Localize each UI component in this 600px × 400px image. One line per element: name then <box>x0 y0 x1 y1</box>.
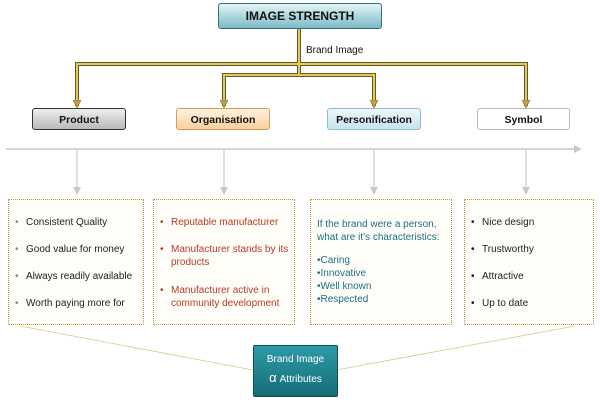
organisation-attributes-panel: •Reputable manufacturer •Manufacturer st… <box>153 199 295 325</box>
bullet-icon: • <box>15 244 19 255</box>
list-item: •Manufacturer stands by its products <box>160 244 289 268</box>
bullet-icon: • <box>471 217 475 228</box>
list-item: •Worth paying more for <box>15 298 125 309</box>
bullet-icon: • <box>160 285 164 296</box>
list-item: •Always readily available <box>15 271 133 282</box>
list-item: •Nice design <box>471 217 535 228</box>
list-item: •Manufacturer active in community develo… <box>160 285 280 309</box>
bullet-icon: • <box>317 294 321 305</box>
bullet-icon: • <box>471 271 475 282</box>
alpha-icon: α <box>269 370 277 385</box>
bullet-icon: • <box>160 217 164 228</box>
personification-attributes-panel: If the brand were a person, what are it'… <box>310 199 452 325</box>
category-symbol: Symbol <box>477 108 570 130</box>
banner-subtitle: Attributes <box>279 374 322 385</box>
bullet-icon: • <box>15 217 19 228</box>
image-strength-title: IMAGE STRENGTH <box>218 3 382 29</box>
bullet-icon: • <box>15 271 19 282</box>
banner-title: Brand Image <box>266 354 325 365</box>
gold-connector <box>75 25 528 106</box>
list-item: •Trustworthy <box>471 244 534 255</box>
category-organisation: Organisation <box>176 108 270 130</box>
category-personification: Personification <box>327 108 421 130</box>
panel-drop-lines <box>73 150 530 195</box>
list-item: •Attractive <box>471 271 524 282</box>
bullet-icon: • <box>317 255 321 266</box>
bullet-icon: • <box>15 298 19 309</box>
list-item: •Innovative <box>317 268 367 279</box>
bullet-icon: • <box>317 268 321 279</box>
category-product: Product <box>32 108 126 130</box>
list-item: •Up to date <box>471 298 529 309</box>
symbol-attributes-panel: •Nice design •Trustworthy •Attractive •U… <box>464 199 594 325</box>
list-item: •Respected <box>317 294 369 305</box>
brand-image-label: Brand Image <box>306 45 364 56</box>
product-attributes-panel: •Consistent Quality •Good value for mone… <box>8 199 144 325</box>
list-item: •Well known <box>317 281 372 292</box>
bullet-icon: • <box>471 298 475 309</box>
list-item: •Caring <box>317 255 350 266</box>
bullet-icon: • <box>317 281 321 292</box>
personification-intro: If the brand were a person, what are it'… <box>317 219 440 243</box>
list-item: •Good value for money <box>15 244 125 255</box>
list-item: •Consistent Quality <box>15 217 108 228</box>
banner-convergence-lines <box>19 325 576 371</box>
list-item: •Reputable manufacturer <box>160 217 279 228</box>
bullet-icon: • <box>160 244 164 255</box>
bullet-icon: • <box>471 244 475 255</box>
